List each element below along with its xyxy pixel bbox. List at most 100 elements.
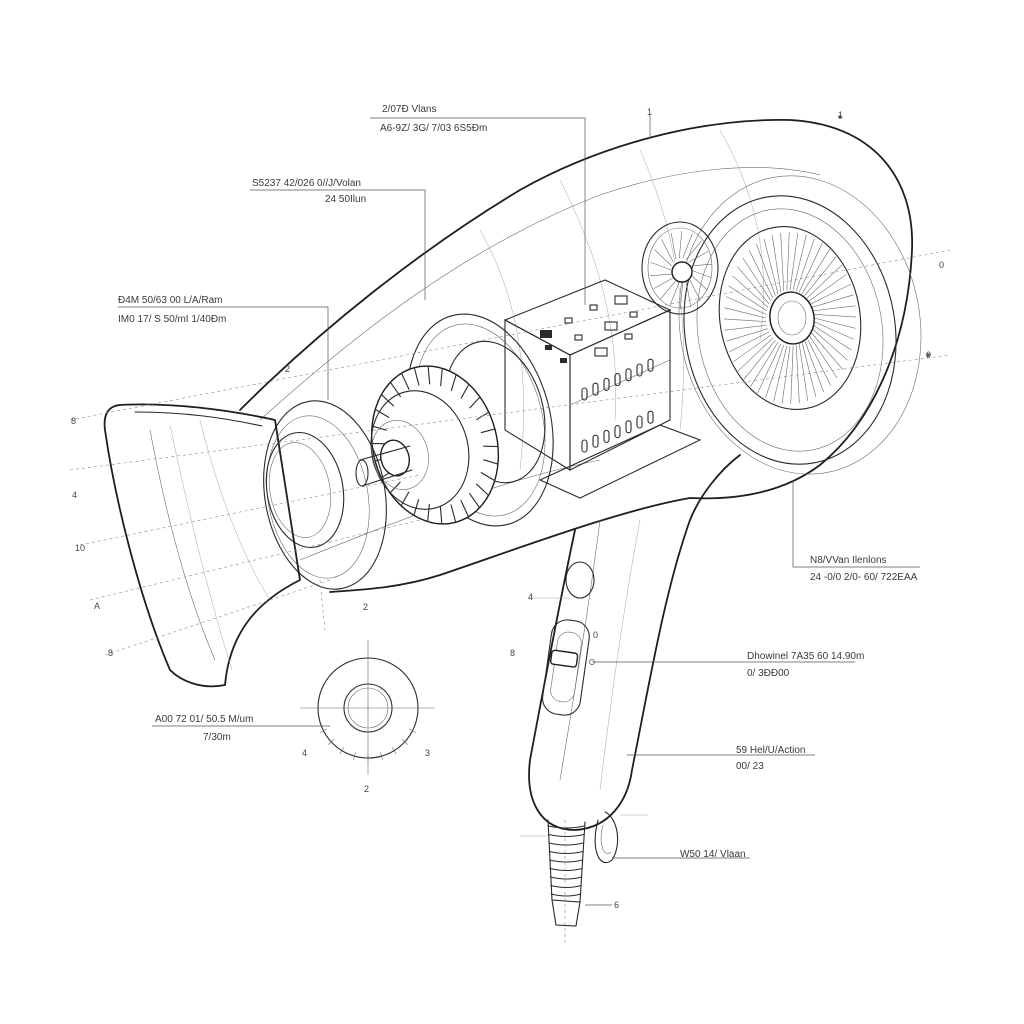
fan-blade [792,234,807,291]
callout-2-line2: 24 50Ilun [325,194,366,205]
tick-mark [380,752,383,761]
fan-blade [682,233,693,259]
fan-blade [650,261,672,271]
tick-mark [353,752,356,761]
gear-tooth [480,428,496,434]
fan-blade [804,256,837,296]
index-mark: 1 [647,107,652,117]
power-button-outline [565,561,595,599]
vent-slot [647,358,654,372]
vent-slot [603,377,610,391]
vent-slot [625,368,632,382]
fan-blade [688,277,701,301]
cord-rib [549,859,583,863]
handle [528,454,741,831]
fan-blade [688,251,709,263]
gear-tooth [460,383,470,399]
fan-blade [669,281,680,307]
fan-blade [690,263,712,267]
gear-tooth [450,374,457,391]
circuit-chip [604,321,618,331]
cord-rib [547,825,585,829]
circuit-chip [564,317,573,324]
fan-blade [756,243,776,296]
gear-tooth [413,499,420,516]
vent-slot [603,429,610,443]
fan-blade [810,283,851,305]
gear-tooth [413,367,420,386]
fan-blade [742,257,772,302]
fan-blade [737,337,774,372]
fan-blade [808,334,838,379]
fan-blade [808,273,847,302]
fan-blade [798,343,809,401]
gear-tooth [427,503,430,523]
fan-blade [765,344,785,398]
gear-tooth [439,505,443,525]
vent-slot [592,382,599,396]
fan-blade [786,231,790,291]
index-mark: 4 [72,490,77,500]
circuit-chip [589,304,598,311]
detail-view-circle [300,640,435,775]
vent-slot [636,363,643,377]
fan-blade [685,280,692,308]
callout-2-line1: S5237 42/026 0//J/Volan [252,178,361,189]
fan-blade [813,321,855,340]
index-mark: 0 [926,350,931,360]
fan-blade [743,340,776,380]
callouts: 2/07Ð Vlans A6-9Z/ 3G/ 7/03 6S5Ðm S5237 … [118,104,918,860]
fan-blade [771,235,782,293]
fan-blade [790,345,794,405]
callout-8-line1: W50 14/ Vlaan [680,849,746,860]
vent-slot [647,410,654,424]
index-mark: A [94,601,100,611]
circuit-chip [624,333,633,340]
cord-rib [547,833,585,838]
cord-rib [550,884,582,889]
cord-rib [548,850,584,855]
vent-slot [581,387,588,401]
fan-blade [736,266,770,305]
vent-slot [625,420,632,434]
cord-rib [548,842,584,846]
index-mark: 8 [108,648,113,658]
index-mark: 2 [363,602,368,612]
fan-blade [748,250,774,299]
small-fan [641,221,719,315]
fan-blade [773,345,788,402]
gear-tooth [371,425,387,431]
fan-blade [806,264,843,299]
cord-rib [549,867,583,872]
fan-blade [789,232,799,291]
fan-blade [763,238,779,294]
vent-slot [614,373,621,387]
index-mark: 6 [614,900,619,910]
rear-fan-grille [718,226,862,410]
fan-blade [660,280,677,300]
callout-1-line2: A6-9Z/ 3G/ 7/03 6S5Ðm [380,123,487,134]
gear-tooth [450,504,457,523]
fan-blade [690,273,708,291]
fan-blade [810,331,844,370]
index-mark: 8 [510,648,515,658]
fan-blade [757,343,782,394]
fan-blade [729,331,770,353]
index-mark: 4 [528,592,533,602]
index-mark: 4 [302,748,307,758]
callout-5-line2: 0/ 3ÐÐ00 [747,668,790,679]
callout-5-line1: Dhowinel 7A35 60 14.90m [747,651,864,662]
index-mark: 10 [75,543,85,553]
circuit-chip [574,334,583,341]
callout-4-line1: N8/VVan Ilenlons [810,555,887,566]
vent-slot [592,434,599,448]
circuit-chip [594,347,608,357]
fan-blade [813,324,852,351]
fan-blade [690,269,712,279]
vent-slot [614,425,621,439]
index-marks: 1 2 2 4 8 3 2 4 10 A 8 4 8 0 6 1 0 0 [71,107,944,910]
gear-tooth [427,365,431,385]
fan-blade [650,273,672,277]
fan-blade [806,337,832,386]
